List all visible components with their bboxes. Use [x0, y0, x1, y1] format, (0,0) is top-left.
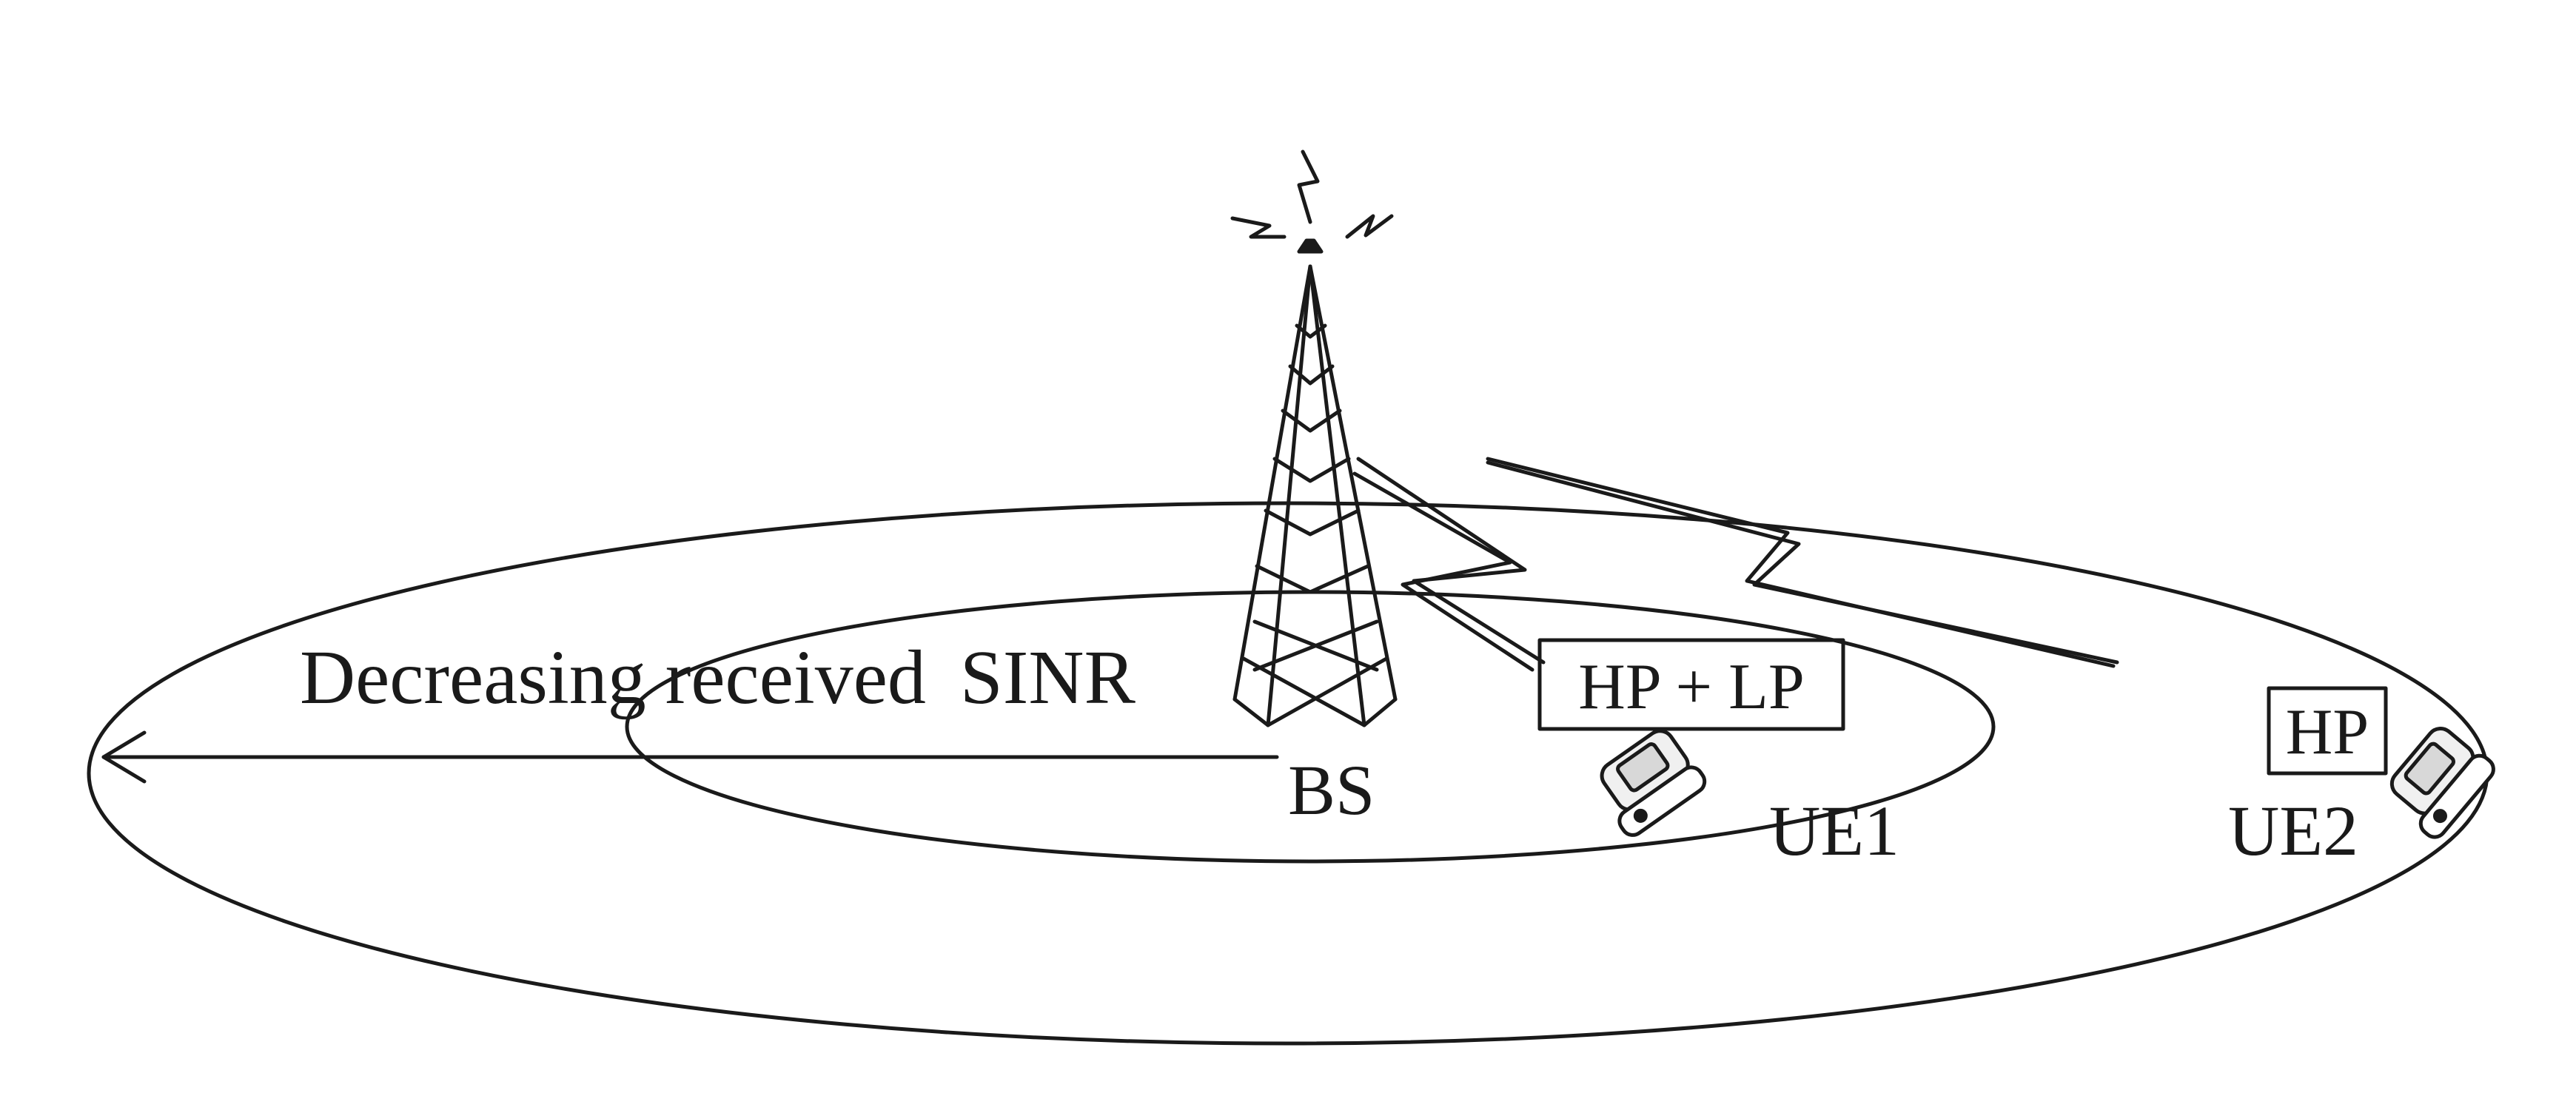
arrow-left-icon: [101, 730, 1279, 784]
ue1-power-label: HP + LP: [1578, 651, 1805, 723]
lightning-link-icon: [1486, 457, 2116, 668]
lightning-link-icon: [1356, 457, 1546, 665]
lightning-link-icon: [1486, 460, 2119, 665]
mobile-phone-icon: [1600, 729, 1707, 837]
radio-signal-icon: [1230, 149, 1394, 239]
lightning-link-icon: [1352, 471, 1534, 672]
ue2-power-box: HP: [2267, 686, 2388, 776]
ue2-label: UE2: [2228, 791, 2358, 870]
antenna-tower-icon: [1232, 238, 1398, 727]
sinr-arrow-label: Decreasing received SINR: [300, 635, 1136, 720]
ue2-power-label: HP: [2286, 696, 2369, 768]
ue1-power-box: HP + LP: [1537, 638, 1845, 731]
base-station-label: BS: [1288, 750, 1375, 830]
mobile-phone-icon: [2389, 727, 2495, 839]
ue1-label: UE1: [1769, 791, 1899, 870]
